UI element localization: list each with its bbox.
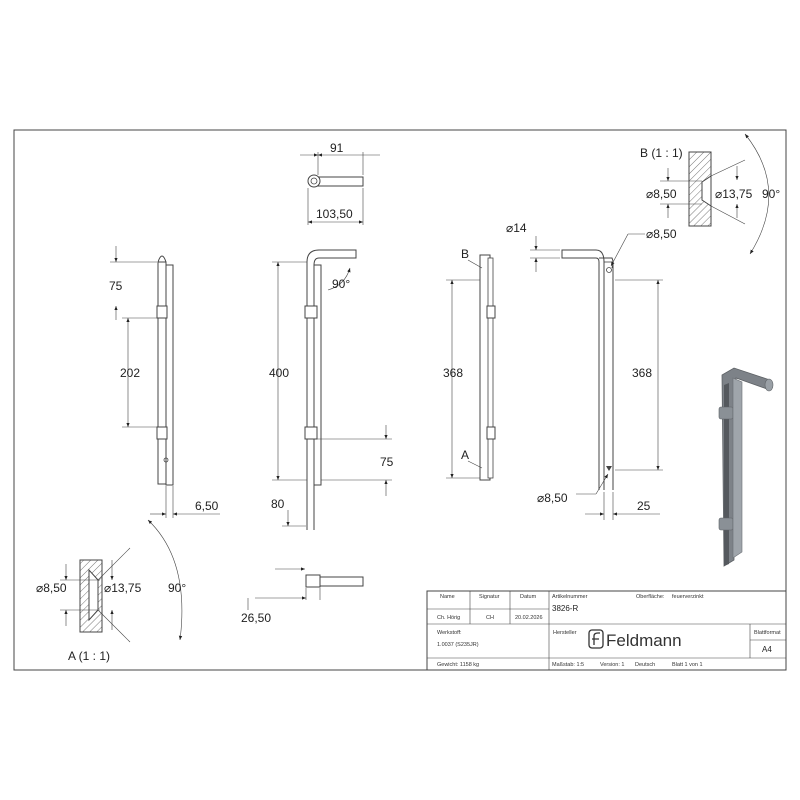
- title-article-number-value: 3826-R: [552, 604, 578, 613]
- top-view: 91 103,50: [300, 141, 380, 225]
- detail-b-inner-diameter: ⌀8,50: [646, 187, 677, 201]
- title-block: Name Signatur Datum Artikelnummer Oberfl…: [426, 590, 787, 671]
- front-view-plate: [313, 264, 322, 486]
- detail-b-marker: B: [461, 247, 469, 261]
- dim-top-offset: 103,50: [316, 207, 353, 221]
- title-header-name: Name: [440, 594, 455, 600]
- front-view-bolt: [306, 249, 357, 530]
- dim-top-width: 91: [330, 141, 344, 155]
- top-view-pin: [307, 174, 321, 188]
- dim-seg-upper: 75: [109, 279, 123, 293]
- left-view-guide-upper: [156, 305, 168, 319]
- detail-a-inner-diameter: ⌀8,50: [36, 581, 67, 595]
- title-signature-value: CH: [486, 615, 494, 621]
- dim-seg-middle: 202: [120, 366, 140, 380]
- left-view-plate: [165, 264, 174, 486]
- title-surface-value: feuerverzinkt: [672, 594, 704, 600]
- left-view-guide-lower: [156, 426, 168, 440]
- dim-front-lower: 75: [380, 455, 394, 469]
- detail-a-label: A (1 : 1): [68, 649, 110, 663]
- side-view: B A 368: [443, 247, 496, 481]
- left-view-hole: [163, 457, 169, 463]
- title-header-surface: Oberfläche:: [636, 594, 665, 600]
- dim-bottom-offset: 26,50: [241, 611, 271, 625]
- detail-a: ⌀8,50 ⌀13,75 90° A (1 : 1): [36, 519, 186, 663]
- front-view: 90° 400 75 80: [269, 249, 394, 530]
- left-view: 75 202 6,50: [109, 246, 220, 518]
- bottom-view-bar: [317, 576, 364, 587]
- title-name-value: Ch. Hörig: [437, 615, 460, 621]
- dim-hole-top: ⌀8,50: [646, 227, 677, 241]
- right-view-hole-bottom: [606, 466, 612, 471]
- detail-a-angle: 90°: [168, 581, 186, 595]
- title-sheet: Blatt 1 von 1: [672, 662, 703, 668]
- isometric-render: [718, 367, 774, 567]
- dim-angle-top: 90°: [332, 277, 350, 291]
- title-header-date: Datum: [520, 594, 537, 600]
- title-material-label: Werkstoff:: [437, 630, 462, 636]
- title-sheet-format-label: Blattformat: [754, 630, 781, 636]
- title-sheet-format: A4: [762, 645, 772, 654]
- detail-a-marker: A: [461, 448, 469, 462]
- right-view-hole-top: [606, 267, 612, 273]
- detail-b-angle: 90°: [762, 187, 780, 201]
- title-language: Deutsch: [635, 662, 655, 668]
- dim-front-height: 400: [269, 366, 289, 380]
- right-view-bolt: [561, 249, 605, 490]
- title-header-article-number: Artikelnummer: [552, 594, 588, 600]
- dim-side-left-height: 368: [443, 366, 463, 380]
- bottom-view: 26,50: [241, 567, 364, 625]
- top-view-bar: [317, 176, 364, 187]
- title-header-signature: Signatur: [479, 594, 500, 600]
- dim-pin-diameter: ⌀14: [506, 221, 527, 235]
- feldmann-logo-icon: [588, 629, 604, 649]
- dim-edge-offset: 25: [637, 499, 651, 513]
- title-date-value: 20.02.2026: [515, 615, 543, 621]
- title-weight: Gewicht: 1158 kg: [437, 662, 479, 668]
- right-view: ⌀14 ⌀8,50 368 ⌀8,50 25: [506, 221, 677, 520]
- left-view-bolt: [157, 261, 167, 485]
- title-version: Version: 1: [600, 662, 624, 668]
- title-scale: Maßstab: 1:5: [552, 662, 584, 668]
- dim-side-right-height: 368: [632, 366, 652, 380]
- dim-hole-bottom: ⌀8,50: [537, 491, 568, 505]
- title-material-value: 1.0037 (S235JR): [437, 642, 479, 648]
- dim-plate-thickness: 6,50: [195, 499, 219, 513]
- dim-front-bottom: 80: [271, 497, 285, 511]
- sheet-border: [13, 129, 787, 671]
- detail-b-outer-diameter: ⌀13,75: [715, 187, 753, 201]
- detail-a-outer-diameter: ⌀13,75: [104, 581, 142, 595]
- detail-b-label: B (1 : 1): [640, 146, 683, 160]
- title-manufacturer-label: Hersteller: [553, 630, 577, 636]
- title-brand: Feldmann: [606, 631, 682, 650]
- detail-b: B (1 : 1) ⌀8,50 ⌀13,75 90°: [640, 133, 780, 255]
